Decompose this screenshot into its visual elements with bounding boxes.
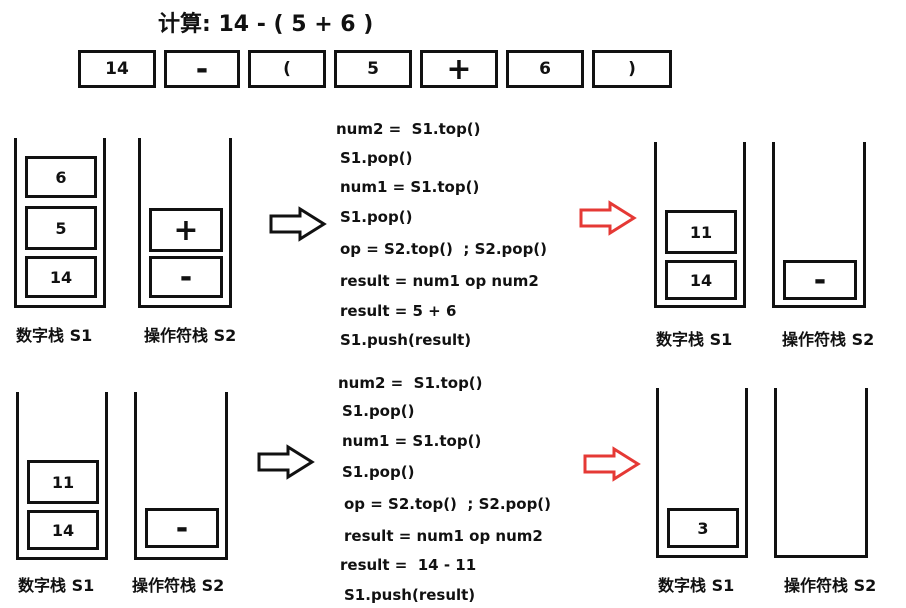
token-lparen: ( — [248, 50, 326, 88]
step1-before-s1-top: 6 — [25, 156, 97, 198]
step2-before-s2-stack: - — [134, 392, 228, 560]
step1-before-s1-bottom: 14 — [25, 256, 97, 298]
step1-after-s2-label: 操作符栈 S2 — [782, 330, 875, 349]
step2-before-s2-label: 操作符栈 S2 — [132, 576, 225, 595]
step1-after-s1-top: 11 — [665, 210, 737, 254]
step2-code-line-6: result = num1 op num2 — [344, 527, 543, 545]
token-14: 14 — [78, 50, 156, 88]
step2-code-line-1: num2 = S1.top() — [338, 374, 483, 392]
step1-before-s2-stack: + - — [138, 138, 232, 308]
step2-after-s2-stack — [774, 388, 868, 558]
step2-after-s1-label: 数字栈 S1 — [658, 576, 735, 595]
token-5: 5 — [334, 50, 412, 88]
step2-before-s1-bottom: 14 — [27, 510, 99, 550]
step1-red-arrow-icon — [579, 200, 637, 236]
step1-code-line-1: num2 = S1.top() — [336, 120, 481, 138]
step1-code-line-6: result = num1 op num2 — [340, 272, 539, 290]
step2-after-s1-top: 3 — [667, 508, 739, 548]
step1-black-arrow-icon — [269, 206, 327, 242]
step1-before-s2-label: 操作符栈 S2 — [144, 326, 237, 345]
step1-code-line-4: S1.pop() — [340, 208, 413, 226]
step1-after-s1-bottom: 14 — [665, 260, 737, 300]
step2-code-line-5: op = S2.top() ; S2.pop() — [344, 495, 552, 513]
expression-title: 计算: 14 - ( 5 + 6 ) — [158, 12, 374, 37]
step2-after-s1-stack: 3 — [656, 388, 748, 558]
step1-after-s2-stack: - — [772, 142, 866, 308]
step1-code-line-8: S1.push(result) — [340, 331, 472, 349]
step1-after-s1-label: 数字栈 S1 — [656, 330, 733, 349]
step1-after-s2-top: - — [783, 260, 857, 300]
step1-before-s2-top: + — [149, 208, 223, 252]
step2-before-s1-top: 11 — [27, 460, 99, 504]
step2-code-line-7: result = 14 - 11 — [340, 556, 477, 574]
token-plus: + — [420, 50, 498, 88]
step2-code-line-2: S1.pop() — [342, 402, 415, 420]
step1-before-s1-stack: 6 5 14 — [14, 138, 106, 308]
step1-before-s1-middle: 5 — [25, 206, 97, 250]
step2-before-s2-top: - — [145, 508, 219, 548]
step2-red-arrow-icon — [583, 446, 641, 482]
step1-after-s1-stack: 11 14 — [654, 142, 746, 308]
step1-code-line-5: op = S2.top() ; S2.pop() — [340, 240, 548, 258]
step2-before-s1-stack: 11 14 — [16, 392, 108, 560]
token-rparen: ) — [592, 50, 672, 88]
step2-code-line-3: num1 = S1.top() — [342, 432, 482, 450]
step1-before-s1-label: 数字栈 S1 — [16, 326, 93, 345]
token-minus: - — [164, 50, 240, 88]
token-6: 6 — [506, 50, 584, 88]
step2-code-line-8: S1.push(result) — [344, 586, 476, 604]
step2-after-s2-label: 操作符栈 S2 — [784, 576, 877, 595]
step1-code-line-3: num1 = S1.top() — [340, 178, 480, 196]
step2-before-s1-label: 数字栈 S1 — [18, 576, 95, 595]
step1-before-s2-bottom: - — [149, 256, 223, 298]
step1-code-line-7: result = 5 + 6 — [340, 302, 457, 320]
step1-code-line-2: S1.pop() — [340, 149, 413, 167]
step2-black-arrow-icon — [257, 444, 315, 480]
step2-code-line-4: S1.pop() — [342, 463, 415, 481]
